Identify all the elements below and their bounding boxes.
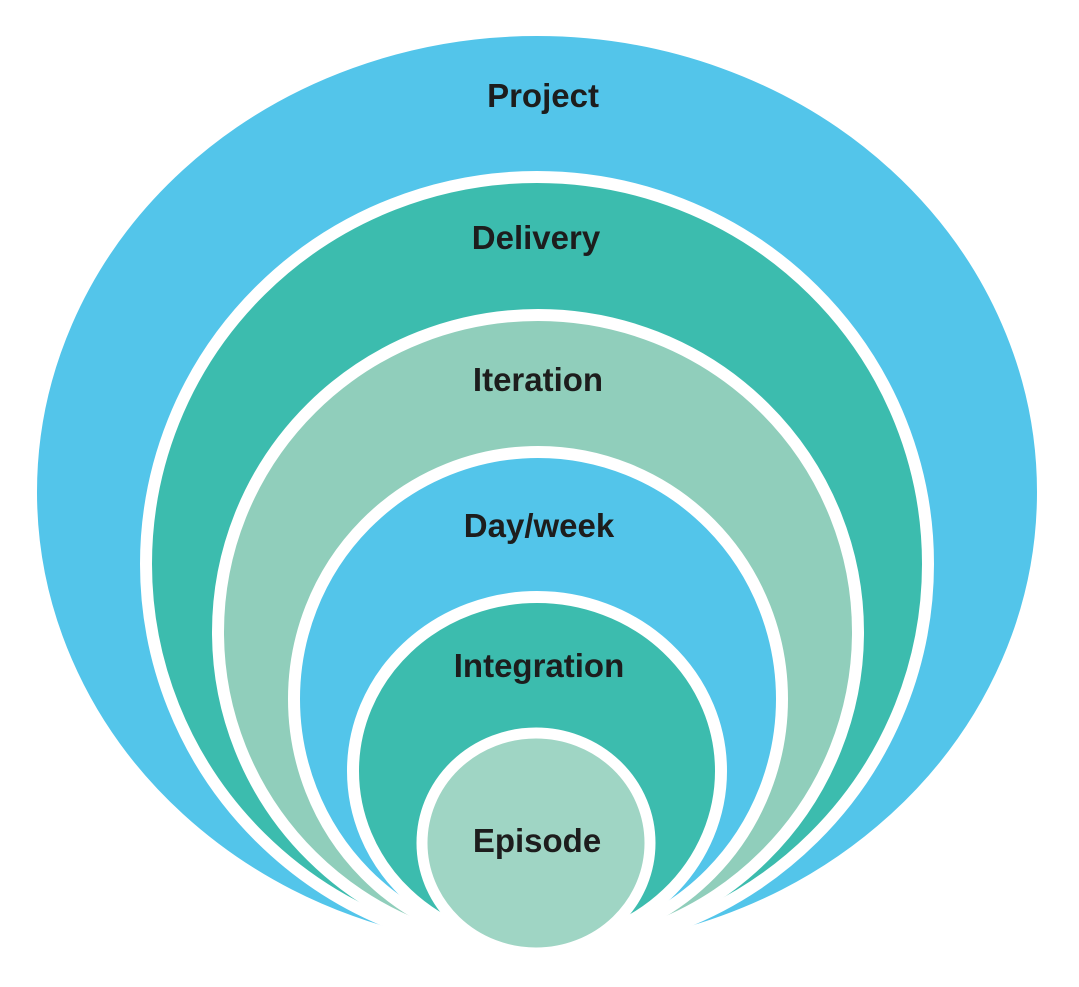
ring-integration-label: Integration bbox=[454, 647, 625, 684]
ring-episode-label: Episode bbox=[473, 822, 601, 859]
ring-project-label: Project bbox=[487, 77, 599, 114]
ring-dayweek-label: Day/week bbox=[464, 507, 615, 544]
ring-delivery-label: Delivery bbox=[472, 219, 601, 256]
ring-iteration-label: Iteration bbox=[473, 361, 603, 398]
ring-episode-circle bbox=[416, 727, 656, 959]
